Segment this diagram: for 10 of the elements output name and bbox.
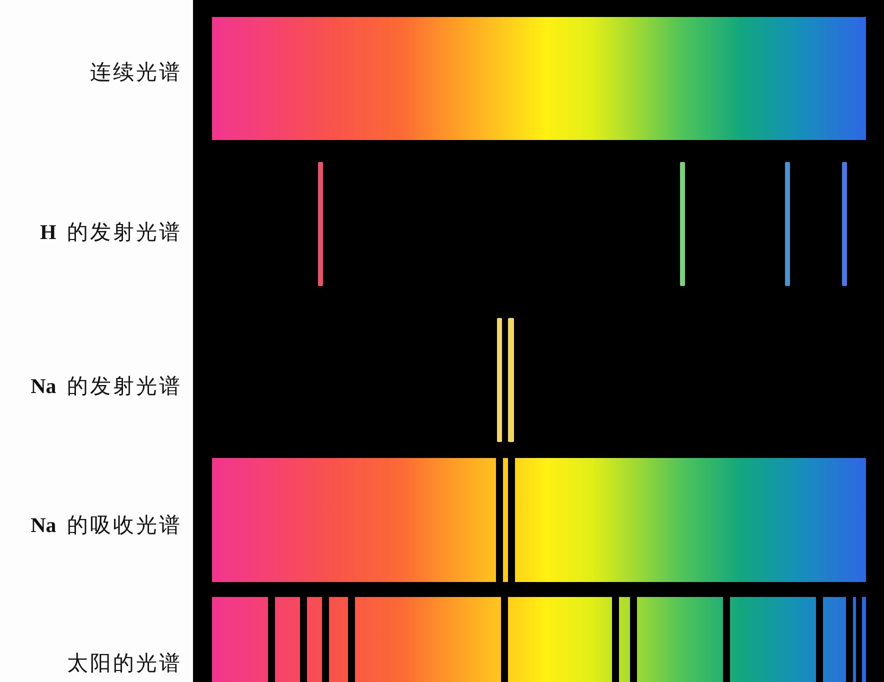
emission-lines <box>318 162 847 286</box>
row-label: 太阳的光谱 <box>67 650 182 676</box>
row-label: H 的发射光谱 <box>40 219 182 245</box>
emission-lines <box>497 318 514 442</box>
row-label: Na 的吸收光谱 <box>30 512 182 538</box>
continuous-spectrum-band <box>212 17 866 140</box>
row-label: Na 的发射光谱 <box>30 373 182 399</box>
row-label: 连续光谱 <box>90 59 182 85</box>
absorption-spectrum-band <box>212 458 866 582</box>
absorption-spectrum-band <box>212 597 866 682</box>
